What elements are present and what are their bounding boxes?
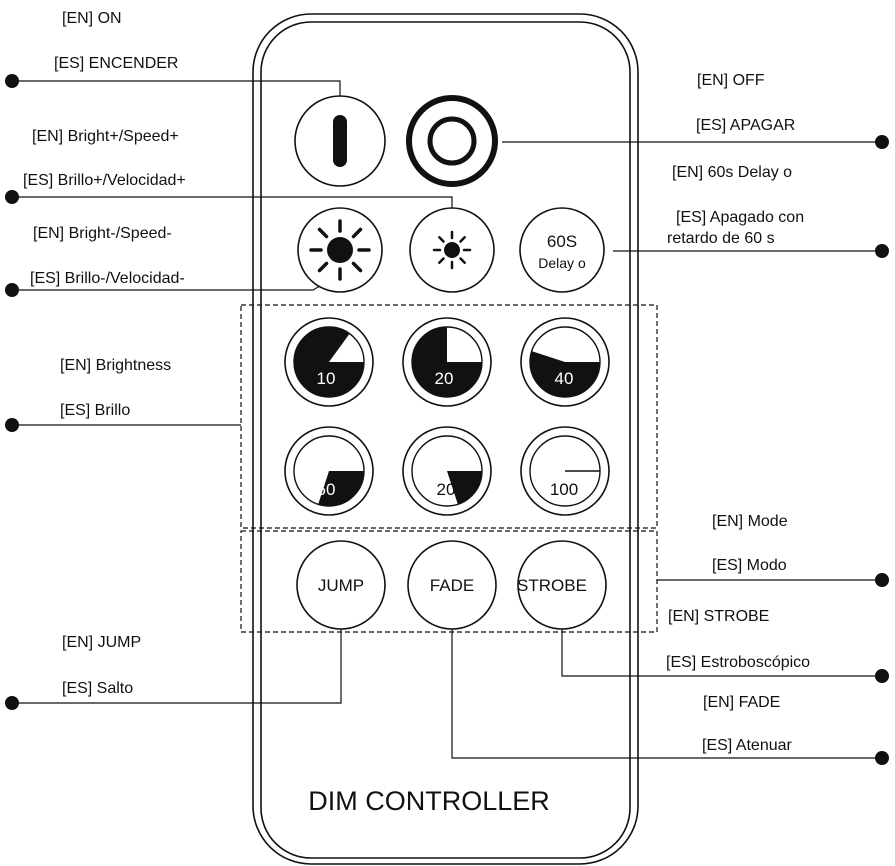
fade-button-label: FADE [430, 576, 474, 595]
brightness-group-box [240, 304, 658, 529]
on-button[interactable] [294, 95, 386, 187]
leader-lines [5, 74, 889, 765]
brightness-fill-icon [318, 471, 364, 506]
sun-large-icon [309, 219, 371, 281]
bright-plus-button[interactable] [297, 207, 383, 293]
label-delay-es-1: [ES] Apagado con [676, 209, 804, 226]
brightness-label: 40 [555, 369, 574, 388]
label-on-es: [ES] ENCENDER [54, 55, 178, 72]
label-bplus-en: [EN] Bright+/Speed+ [32, 128, 179, 145]
power-on-icon [333, 115, 347, 167]
remote-outer-outline [252, 13, 639, 865]
brightness-fill-icon [447, 471, 483, 505]
label-strobe-en: [EN] STROBE [668, 608, 769, 625]
label-bplus-es: [ES] Brillo+/Velocidad+ [23, 172, 186, 189]
mode-group-box [240, 530, 658, 633]
brightness-level-1[interactable]: 10 [284, 317, 374, 407]
brightness-level-2[interactable]: 20 [402, 317, 492, 407]
jump-button[interactable]: JUMP [296, 540, 386, 630]
callout-labels: [EN] ON [ES] ENCENDER [EN] OFF [ES] APAG… [23, 10, 810, 754]
label-on-en: [EN] ON [62, 10, 122, 27]
brightness-level-4[interactable]: 60 [284, 426, 374, 516]
brightness-fill-icon [293, 326, 364, 397]
label-off-es: [ES] APAGAR [696, 117, 795, 134]
brightness-label: 60 [317, 480, 336, 499]
label-jump-es: [ES] Salto [62, 680, 133, 697]
label-mode-en: [EN] Mode [712, 513, 788, 530]
strobe-button[interactable]: STROBE [517, 540, 607, 630]
strobe-button-label: STROBE [517, 576, 587, 595]
label-delay-en: [EN] 60s Delay o [672, 164, 792, 181]
delay-button[interactable]: 60S Delay o [519, 207, 605, 293]
label-fade-es: [ES] Atenuar [702, 737, 793, 754]
fade-button[interactable]: FADE [407, 540, 497, 630]
label-fade-en: [EN] FADE [703, 694, 780, 711]
label-brightness-es: [ES] Brillo [60, 402, 130, 419]
label-brightness-en: [EN] Brightness [60, 357, 171, 374]
label-delay-es-2: retardo de 60 s [667, 230, 775, 247]
label-off-en: [EN] OFF [697, 72, 765, 89]
remote-inner-outline [260, 21, 631, 859]
off-button[interactable] [406, 95, 498, 187]
brightness-fill-icon [530, 351, 600, 397]
brightness-level-6[interactable]: 100 [520, 426, 610, 516]
brightness-fill-icon [412, 327, 482, 397]
label-bminus-en: [EN] Bright-/Speed- [33, 225, 172, 242]
power-off-icon [427, 116, 477, 166]
bright-minus-button[interactable] [409, 207, 495, 293]
label-strobe-es: [ES] Estroboscópico [666, 654, 810, 671]
brightness-level-3[interactable]: 40 [520, 317, 610, 407]
brightness-level-5[interactable]: 20 [402, 426, 492, 516]
brightness-label: 20 [437, 480, 456, 499]
remote-title: DIM CONTROLLER [308, 786, 550, 816]
label-jump-en: [EN] JUMP [62, 634, 141, 651]
brightness-label: 100 [550, 480, 578, 499]
delay-button-line1: 60S [547, 232, 577, 251]
brightness-label: 20 [435, 369, 454, 388]
sun-small-icon [432, 230, 472, 270]
delay-button-line2: Delay o [538, 255, 586, 271]
label-bminus-es: [ES] Brillo-/Velocidad- [30, 270, 185, 287]
label-mode-es: [ES] Modo [712, 557, 787, 574]
jump-button-label: JUMP [318, 576, 364, 595]
brightness-label: 10 [317, 369, 336, 388]
